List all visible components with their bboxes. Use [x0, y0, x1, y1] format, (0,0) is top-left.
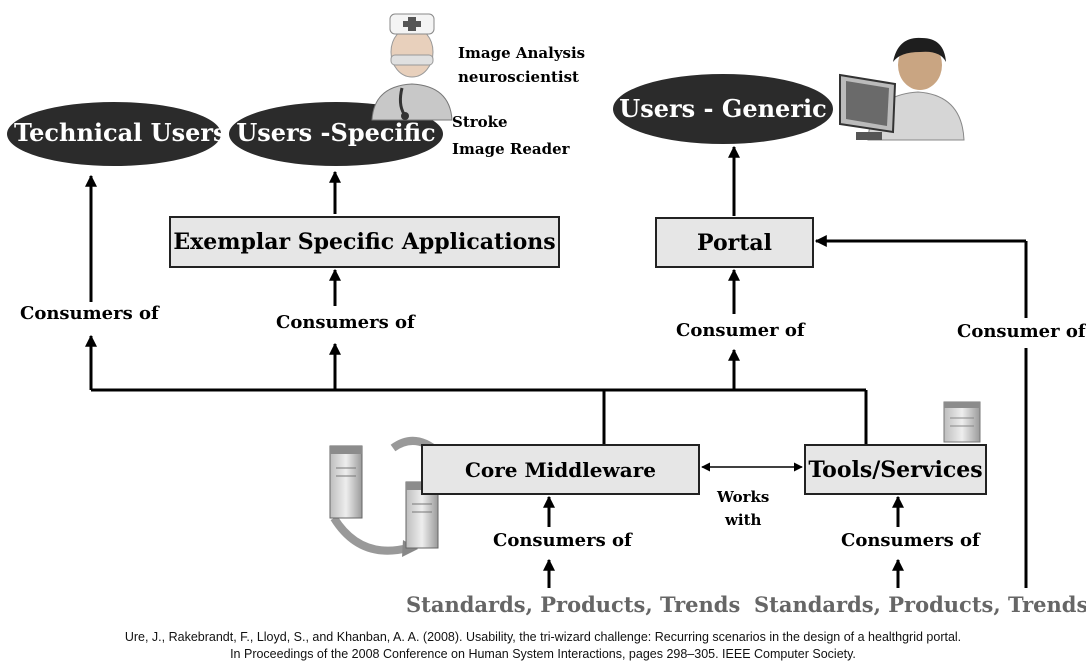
- core-middleware-box: Core Middleware: [421, 444, 700, 495]
- consumers-of-label: Consumers of: [493, 530, 632, 551]
- technical-users-label: Technical Users: [14, 118, 227, 147]
- works-with-label-line1: Works: [717, 488, 770, 506]
- users-specific-label: Users -Specific: [236, 118, 436, 147]
- doctor-icon: [371, 13, 453, 121]
- users-generic-ellipse: [613, 74, 833, 144]
- standards-products-trends-right: Standards, Products, Trends: [754, 592, 1086, 617]
- consumers-of-label: Consumers of: [276, 312, 415, 333]
- consumer-of-label: Consumer of: [957, 321, 1086, 342]
- exemplar-applications-box: Exemplar Specific Applications: [169, 216, 560, 268]
- technical-users-ellipse: [7, 102, 221, 166]
- citation-line-1: Ure, J., Rakebrandt, F., Lloyd, S., and …: [124, 630, 962, 644]
- users-generic-label: Users - Generic: [619, 94, 827, 123]
- computer-user-icon: [839, 37, 965, 141]
- consumers-of-label: Consumers of: [20, 303, 159, 324]
- role-image-analysis: Image Analysis: [458, 44, 586, 62]
- server-icon: [943, 401, 981, 443]
- connector-lines: [85, 145, 1028, 588]
- works-with-label-line2: with: [725, 511, 762, 529]
- tools-services-box: Tools/Services: [804, 444, 987, 495]
- consumers-of-label: Consumers of: [841, 530, 980, 551]
- role-neuroscientist: neuroscientist: [458, 68, 579, 86]
- standards-products-trends-left: Standards, Products, Trends: [406, 592, 741, 617]
- consumer-of-label: Consumer of: [676, 320, 805, 341]
- portal-box: Portal: [655, 217, 814, 268]
- role-stroke: Stroke: [452, 113, 508, 131]
- role-image-reader: Image Reader: [452, 140, 570, 158]
- citation-line-2: In Proceedings of the 2008 Conference on…: [230, 647, 856, 661]
